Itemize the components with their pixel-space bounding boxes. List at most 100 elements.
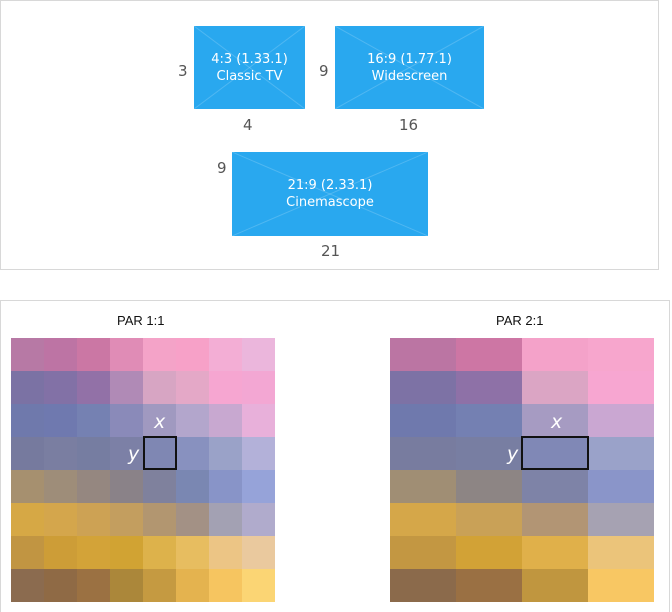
pixel-cell — [77, 569, 110, 602]
pixel-cell — [77, 437, 110, 470]
width-label: 4 — [243, 116, 253, 134]
pixel-cell — [390, 569, 456, 602]
pixel-cell — [143, 404, 176, 437]
ratio-label: 4:3 (1.33.1) — [211, 51, 288, 67]
pixel-cell — [110, 338, 143, 371]
pixel-cell — [11, 503, 44, 536]
pixel-cell — [176, 536, 209, 569]
pixel-cell — [390, 503, 456, 536]
pixel-cell — [209, 503, 242, 536]
pixel-cell — [110, 371, 143, 404]
height-label: 9 — [217, 159, 227, 177]
pixel-cell — [588, 503, 654, 536]
pixel-cell — [588, 338, 654, 371]
pixel-cell — [522, 503, 588, 536]
par-1-1-title: PAR 1:1 — [117, 313, 165, 328]
pixel-cell — [77, 371, 110, 404]
pixel-cell — [77, 338, 110, 371]
x-axis-label: x — [154, 411, 166, 433]
pixel-cell — [456, 338, 522, 371]
pixel-cell — [456, 371, 522, 404]
pixel-cell — [176, 338, 209, 371]
pixel-cell — [44, 404, 77, 437]
pixel-cell — [242, 470, 275, 503]
ratio-name: Classic TV — [216, 68, 283, 84]
pixel-cell — [176, 437, 209, 470]
pixel-cell — [44, 470, 77, 503]
pixel-cell — [77, 536, 110, 569]
pixel-cell — [11, 404, 44, 437]
pixel-cell — [522, 569, 588, 602]
pixel-cell — [242, 338, 275, 371]
pixel-cell — [522, 536, 588, 569]
pixel-cell — [390, 536, 456, 569]
pixel-cell — [77, 404, 110, 437]
y-axis-label: y — [128, 443, 140, 465]
ratio-box-16-9: 16:9 (1.77.1) Widescreen — [335, 26, 484, 109]
selected-pixel-outline — [521, 436, 589, 470]
pixel-cell — [522, 404, 588, 437]
diagonal-lines-icon — [194, 26, 305, 109]
pixel-cell — [143, 371, 176, 404]
pixel-cell — [44, 569, 77, 602]
pixel-cell — [242, 569, 275, 602]
pixel-cell — [209, 536, 242, 569]
pixel-cell — [522, 371, 588, 404]
pixel-cell — [456, 503, 522, 536]
pixel-cell — [456, 569, 522, 602]
ratio-box-4-3: 4:3 (1.33.1) Classic TV — [194, 26, 305, 109]
pixel-cell — [209, 371, 242, 404]
pixel-cell — [176, 404, 209, 437]
pixel-cell — [143, 338, 176, 371]
pixel-cell — [456, 536, 522, 569]
pixel-cell — [242, 503, 275, 536]
ratio-box-21-9: 21:9 (2.33.1) Cinemascope — [232, 152, 428, 236]
pixel-cell — [522, 437, 588, 470]
pixel-grid-par-2-1 — [390, 338, 654, 602]
pixel-cell — [143, 437, 176, 470]
pixel-cell — [143, 569, 176, 602]
pixel-cell — [390, 470, 456, 503]
width-label: 16 — [399, 116, 419, 134]
x-axis-label: x — [551, 411, 563, 433]
pixel-cell — [588, 470, 654, 503]
pixel-cell — [456, 470, 522, 503]
selected-pixel-outline — [143, 436, 177, 470]
pixel-cell — [11, 470, 44, 503]
pixel-cell — [456, 404, 522, 437]
pixel-cell — [44, 503, 77, 536]
pixel-cell — [588, 569, 654, 602]
pixel-cell — [77, 503, 110, 536]
pixel-cell — [44, 536, 77, 569]
pixel-cell — [588, 437, 654, 470]
pixel-cell — [44, 437, 77, 470]
pixel-cell — [110, 470, 143, 503]
y-axis-label: y — [507, 443, 519, 465]
ratio-name: Cinemascope — [286, 195, 374, 210]
diagonal-lines-icon — [232, 152, 428, 236]
pixel-grid-par-1-1 — [11, 338, 275, 602]
pixel-cell — [110, 437, 143, 470]
pixel-cell — [11, 338, 44, 371]
aspect-ratio-panel: 4:3 (1.33.1) Classic TV 3 4 16:9 (1.77.1… — [0, 0, 659, 270]
height-label: 9 — [319, 62, 329, 80]
pixel-cell — [390, 338, 456, 371]
pixel-aspect-ratio-panel: PAR 1:1 PAR 2:1 x y x y — [0, 300, 670, 612]
pixel-cell — [176, 470, 209, 503]
pixel-cell — [11, 569, 44, 602]
height-label: 3 — [178, 62, 188, 80]
pixel-cell — [176, 371, 209, 404]
ratio-name: Widescreen — [371, 68, 448, 84]
pixel-cell — [143, 503, 176, 536]
pixel-cell — [588, 371, 654, 404]
pixel-cell — [11, 437, 44, 470]
pixel-cell — [143, 536, 176, 569]
pixel-cell — [390, 371, 456, 404]
width-label: 21 — [321, 242, 341, 260]
pixel-cell — [176, 503, 209, 536]
pixel-cell — [77, 470, 110, 503]
pixel-cell — [209, 404, 242, 437]
pixel-cell — [176, 569, 209, 602]
pixel-cell — [44, 338, 77, 371]
pixel-cell — [209, 437, 242, 470]
